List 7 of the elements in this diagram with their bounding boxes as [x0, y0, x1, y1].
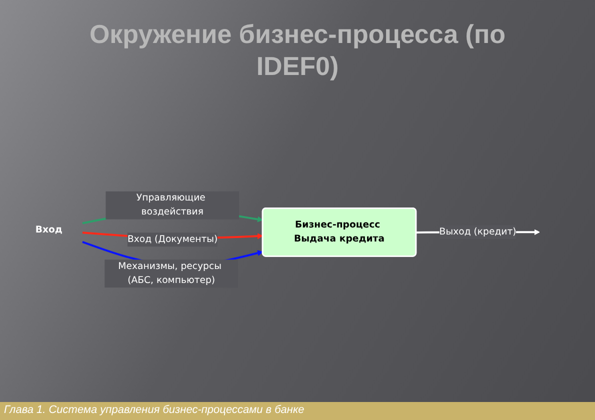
edge-label: Выход (кредит)	[439, 226, 516, 238]
edge-label: Управляющие воздействия	[136, 192, 206, 218]
edge-label: Вход (Документы)	[127, 234, 218, 245]
node-text: Вход	[35, 224, 62, 235]
title: Окружение бизнес-процесса (по IDEF0)	[88, 18, 507, 82]
caption: Глава 1. Система управления бизнес-процессами в банке	[4, 404, 304, 416]
edge-label: Механизмы, ресурсы (АБС, компьютер)	[118, 260, 222, 286]
